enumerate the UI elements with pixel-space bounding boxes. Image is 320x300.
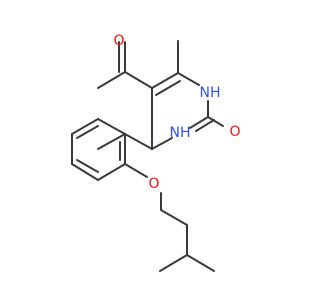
- bond: [97, 118, 126, 135]
- bond: [160, 209, 188, 226]
- bond: [155, 80, 181, 96]
- bond: [159, 254, 188, 272]
- bond: [195, 119, 215, 132]
- bond: [124, 163, 148, 178]
- bond: [151, 72, 179, 89]
- bond: [97, 133, 126, 150]
- bond: [207, 116, 224, 127]
- oxygen-ether-label: O: [148, 176, 159, 192]
- bond: [71, 118, 99, 135]
- oxygen-acetyl-label: O: [113, 33, 124, 49]
- bond: [76, 125, 99, 139]
- bond: [177, 72, 200, 86]
- bond: [124, 71, 153, 89]
- bond: [76, 159, 99, 173]
- bond: [97, 163, 126, 181]
- nitrogen-right-label: NH: [200, 85, 221, 101]
- bond-lines: [71, 40, 224, 272]
- bond: [97, 71, 126, 89]
- bond: [151, 137, 173, 150]
- atom-labels: O NH O NH O: [113, 33, 240, 192]
- oxygen-carbonyl-label: O: [229, 124, 240, 140]
- bond: [189, 116, 209, 129]
- bond: [71, 163, 99, 181]
- molecule-structure: O NH O NH O: [71, 33, 241, 272]
- nitrogen-bottom-label: NH: [170, 125, 191, 141]
- bond: [124, 133, 153, 150]
- bond: [186, 254, 215, 272]
